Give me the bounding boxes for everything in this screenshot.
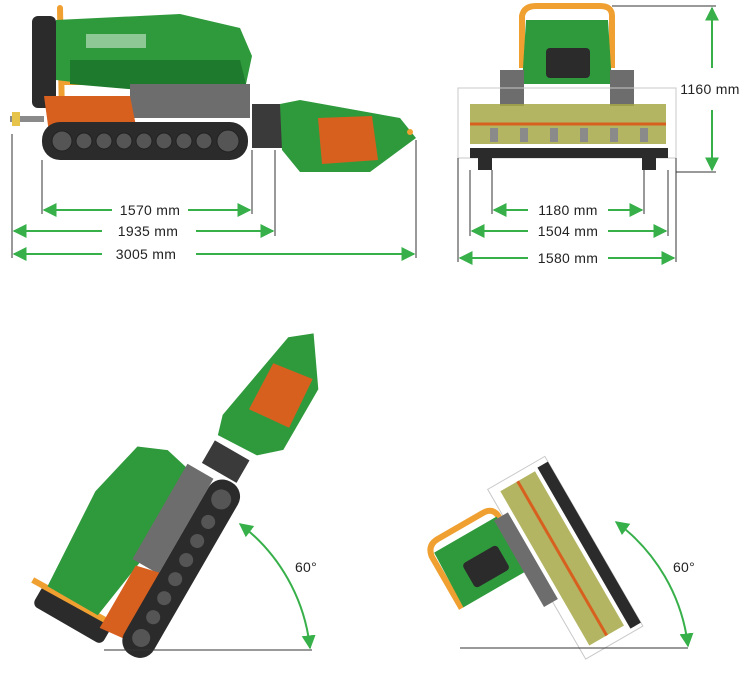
dim-1180-label: 1180 mm [538,202,597,218]
front-track-left [478,152,492,170]
chassis [130,84,250,118]
tilted-chassis [132,463,214,575]
dim-1160: 1160 mm [680,6,739,172]
rear-tow-hook [10,116,44,122]
dim-1180: 1180 mm [492,202,644,218]
front-slope-angle-arc [614,521,694,648]
dim-1935-label: 1935 mm [118,223,178,239]
dim-1570-label: 1570 mm [120,202,180,218]
tilted-hitch [201,440,250,483]
tilted-flail-shaft [516,480,608,637]
side-slope-view: 60° [31,333,319,658]
tilted-frame [494,512,558,607]
tilted-machine-front [427,455,644,660]
dim-3005: 3005 mm [12,246,416,262]
side-reference-lines [11,134,417,258]
front-slope-view: 60° [427,455,695,660]
dim-1504-label: 1504 mm [538,223,598,239]
tilted-front-roll-bar [427,507,502,610]
front-hitch [252,104,282,148]
tilted-body [47,446,188,616]
front-roll-bar [519,2,615,68]
dim-1580: 1580 mm [458,250,676,266]
dim-1570: 1570 mm [42,202,252,218]
engine-block [32,16,56,108]
mower-tip [407,129,413,135]
front-track-right [642,152,656,170]
tilted-track-wheels [132,489,232,647]
tilted-engine-block [34,586,112,643]
rear-tow-eye [12,112,20,126]
tilted-orange-plate [99,565,170,644]
dim-3005-label: 3005 mm [116,246,176,262]
side-slope-angle-label: 60° [295,559,317,575]
flail-knives [490,128,648,142]
body-vent [86,34,146,48]
front-view: 1160 mm 1180 mm 1504 mm 1580 mm [457,2,739,266]
dim-1160-label: 1160 mm [680,81,739,97]
dim-1935: 1935 mm [12,223,275,239]
flail-base-plate [470,148,668,158]
front-grille [546,48,590,78]
side-view: 1570 mm 1935 mm 3005 mm [10,5,417,262]
body-shade [70,60,246,90]
tilted-machine-side [31,333,319,658]
tilted-front-grille [463,545,509,588]
dim-1504: 1504 mm [470,223,668,239]
front-reference-lines [457,5,716,262]
flail-orange-panel [318,116,378,164]
track-wheels [51,129,240,153]
dim-1580-label: 1580 mm [538,250,598,266]
front-slope-angle-label: 60° [673,559,695,575]
side-slope-angle-arc [238,523,316,650]
tilted-flail-orange [249,363,313,428]
